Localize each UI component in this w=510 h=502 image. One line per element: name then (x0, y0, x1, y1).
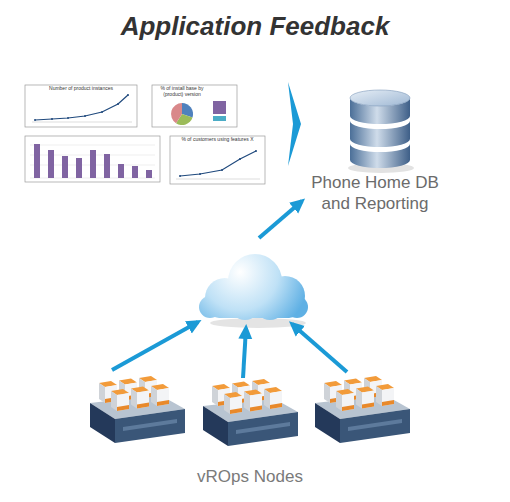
pie-chart-thumbnail (152, 85, 237, 127)
database-node: Phone Home DB and Reporting (300, 84, 450, 215)
chart-title: % of customers using features X (172, 137, 263, 143)
line-chart-thumbnail (25, 85, 137, 127)
line-chart-thumbnail (170, 136, 265, 184)
flow-arrows (112, 201, 347, 378)
bar-chart-thumbnail (25, 136, 160, 182)
database-icon (348, 90, 414, 173)
cloud-icon (199, 254, 308, 328)
server-group-node: vROps Nodes (60, 466, 440, 487)
node-label: vROps Nodes (60, 466, 440, 487)
diagram-title: Application Feedback (0, 10, 510, 42)
node-label: Phone Home DB and Reporting (300, 172, 450, 215)
flow-chevron (288, 82, 301, 166)
chart-title: Number of product instances (27, 86, 135, 92)
server-icons (90, 376, 410, 446)
chart-title: % of install base by (product) version (154, 86, 210, 98)
